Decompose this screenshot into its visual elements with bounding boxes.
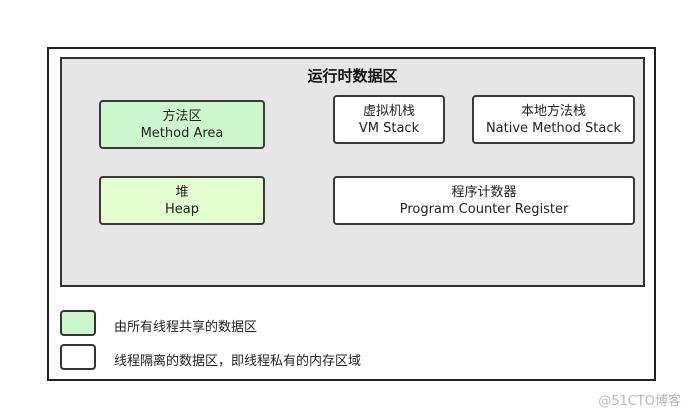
legend-shared-swatch — [60, 310, 96, 336]
legend-isolated-label: 线程隔离的数据区，即线程私有的内存区域 — [114, 354, 362, 369]
pc-register-en-label: Program Counter Register — [399, 201, 569, 217]
heap-box: 堆 Heap — [99, 176, 265, 225]
runtime-data-area-title: 运行时数据区 — [307, 67, 398, 85]
native-method-stack-box: 本地方法栈 Native Method Stack — [472, 95, 635, 144]
vm-stack-box: 虚拟机栈 VM Stack — [333, 95, 445, 144]
native-stack-en-label: Native Method Stack — [485, 120, 622, 136]
method-area-box: 方法区 Method Area — [99, 100, 265, 149]
runtime-data-area — [60, 57, 645, 287]
legend-isolated-swatch — [60, 344, 96, 370]
vm-stack-cn-label: 虚拟机栈 — [362, 103, 415, 119]
native-stack-cn-label: 本地方法栈 — [520, 103, 586, 119]
method-area-en-label: Method Area — [140, 125, 224, 141]
heap-cn-label: 堆 — [175, 184, 189, 200]
heap-en-label: Heap — [165, 201, 199, 217]
pc-register-cn-label: 程序计数器 — [451, 184, 517, 200]
vm-stack-en-label: VM Stack — [358, 120, 420, 136]
program-counter-register-box: 程序计数器 Program Counter Register — [333, 176, 635, 225]
legend-shared-label: 由所有线程共享的数据区 — [114, 320, 258, 335]
method-area-cn-label: 方法区 — [162, 108, 202, 124]
watermark: @51CTO博客 — [598, 394, 681, 409]
